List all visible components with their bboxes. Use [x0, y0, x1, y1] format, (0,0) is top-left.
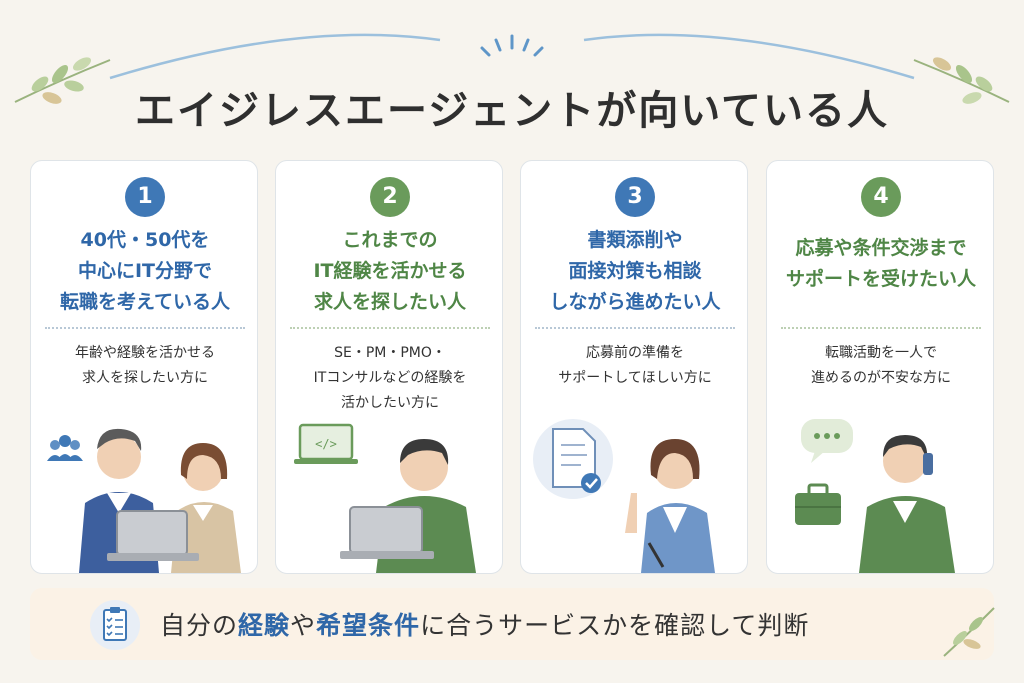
woman-pointing-illustration — [533, 419, 715, 573]
dotted-divider — [290, 327, 490, 329]
footer-text-segment: や — [290, 611, 317, 640]
card-heading: 応募や条件交渉まで サポートを受けたい人 — [775, 233, 987, 295]
card-heading-line: 中心にIT分野で — [77, 260, 213, 282]
footer-text-segment: に合うサービスかを確認して判断 — [420, 611, 810, 640]
dotted-divider — [535, 327, 735, 329]
speech-bubble-icon — [801, 419, 853, 463]
man-phone-illustration — [795, 419, 955, 573]
card-heading-line: しながら進めたい人 — [549, 291, 721, 313]
card-description: 転職活動を一人で 進めるのが不安な方に — [775, 341, 987, 391]
man-laptop-illustration: </> — [294, 423, 476, 573]
card-heading-line: 転職を考えている人 — [59, 291, 231, 313]
card-heading-line: 面接対策も相談 — [568, 260, 702, 282]
card-number-badge: 3 — [615, 177, 655, 217]
footer-message: 自分の経験や希望条件に合うサービスかを確認して判断 — [160, 606, 809, 642]
card-number-badge: 1 — [125, 177, 165, 217]
card-heading-line: 応募や条件交渉まで — [795, 237, 967, 259]
card-heading: これまでの IT経験を活かせる 求人を探したい人 — [284, 225, 496, 318]
footer-text-segment: 自分の — [160, 611, 239, 640]
card-description-line: 転職活動を一人で — [825, 345, 937, 361]
card-heading-line: IT経験を活かせる — [313, 260, 467, 282]
card-heading: 書類添削や 面接対策も相談 しながら進めたい人 — [529, 225, 741, 318]
footer-highlight-conditions: 希望条件 — [316, 611, 421, 640]
card-row: 1 40代・50代を 中心にIT分野で 転職を考えている人 年齢や経験を活かせる… — [30, 160, 994, 574]
card-heading-line: サポートを受けたい人 — [785, 268, 976, 290]
card-description-line: 進めるのが不安な方に — [811, 370, 951, 386]
card-heading-line: 40代・50代を — [80, 229, 210, 251]
card-description-line: ITコンサルなどの経験を — [313, 370, 467, 386]
card-description-line: 応募前の準備を — [586, 345, 684, 361]
card-description: 年齢や経験を活かせる 求人を探したい方に — [39, 341, 251, 391]
dotted-divider — [781, 327, 981, 329]
card-heading-line: 求人を探したい人 — [313, 291, 466, 313]
page-title: エイジレスエージェントが向いている人 — [135, 88, 889, 134]
card-1: 1 40代・50代を 中心にIT分野で 転職を考えている人 年齢や経験を活かせる… — [30, 160, 258, 574]
card-description: 応募前の準備を サポートしてほしい方に — [529, 341, 741, 391]
footer-highlight-experience: 経験 — [238, 611, 291, 640]
laptop-code-icon: </> — [294, 423, 358, 464]
card-2: 2 これまでの IT経験を活かせる 求人を探したい人 SE・PM・PMO・ IT… — [275, 160, 503, 574]
footer-leaf-icon — [943, 607, 995, 657]
footer-banner: 自分の経験や希望条件に合うサービスかを確認して判断 — [30, 588, 994, 660]
card-number-badge: 4 — [861, 177, 901, 217]
card-description-line: 年齢や経験を活かせる — [75, 345, 215, 361]
people-group-icon — [47, 435, 83, 461]
card-description: SE・PM・PMO・ ITコンサルなどの経験を 活かしたい方に — [284, 341, 496, 416]
dotted-divider — [45, 327, 245, 329]
card-description-line: 求人を探したい方に — [82, 370, 208, 386]
right-leaf-icon — [913, 57, 1010, 104]
card-heading-line: これまでの — [342, 229, 438, 251]
svg-text:</>: </> — [315, 437, 337, 451]
card-description-line: SE・PM・PMO・ — [334, 345, 446, 361]
briefcase-icon — [795, 483, 841, 525]
document-check-icon — [533, 419, 613, 499]
left-leaf-icon — [14, 57, 111, 104]
card-number-badge: 2 — [370, 177, 410, 217]
card-description-line: サポートしてほしい方に — [558, 370, 712, 386]
card-description-line: 活かしたい方に — [341, 395, 439, 411]
card-4: 4 応募や条件交渉まで サポートを受けたい人 転職活動を一人で 進めるのが不安な… — [766, 160, 994, 574]
card-heading-line: 書類添削や — [587, 229, 683, 251]
header-arc-decoration — [109, 33, 915, 80]
clipboard-checklist-icon — [90, 600, 140, 650]
card-heading: 40代・50代を 中心にIT分野で 転職を考えている人 — [39, 225, 251, 318]
two-people-laptop-illustration — [47, 428, 241, 573]
card-3: 3 書類添削や 面接対策も相談 しながら進めたい人 応募前の準備を サポートして… — [520, 160, 748, 574]
